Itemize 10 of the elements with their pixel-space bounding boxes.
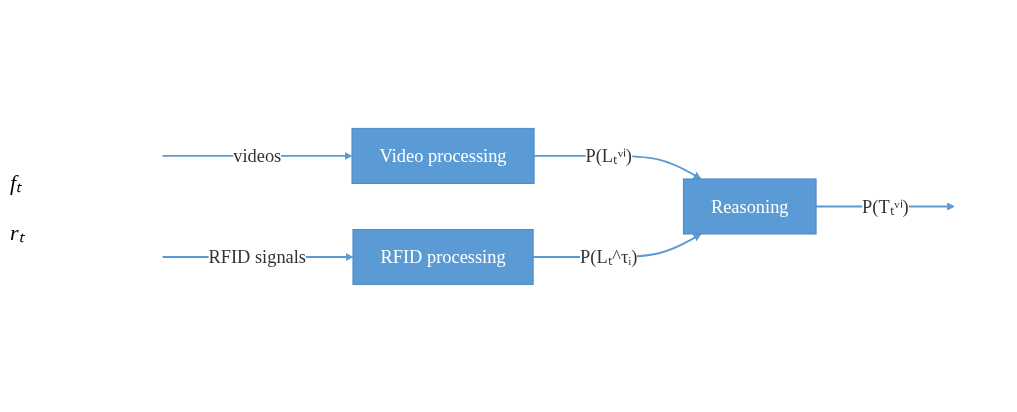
- node-box: Video processing: [351, 127, 535, 184]
- edge-label: P(Lₜᵛⁱ): [585, 145, 632, 166]
- edge-label: P(Lₜ^τᵢ): [580, 246, 638, 267]
- variable-label: rₜ: [10, 219, 26, 246]
- node-box: RFID processing: [352, 228, 534, 285]
- node-box: Reasoning: [682, 177, 817, 235]
- variable-label: fₜ: [10, 169, 23, 196]
- edge-label: videos: [233, 145, 282, 166]
- edge-label: RFID signals: [208, 246, 307, 267]
- edge-label: P(Tₜᵛⁱ): [862, 195, 909, 217]
